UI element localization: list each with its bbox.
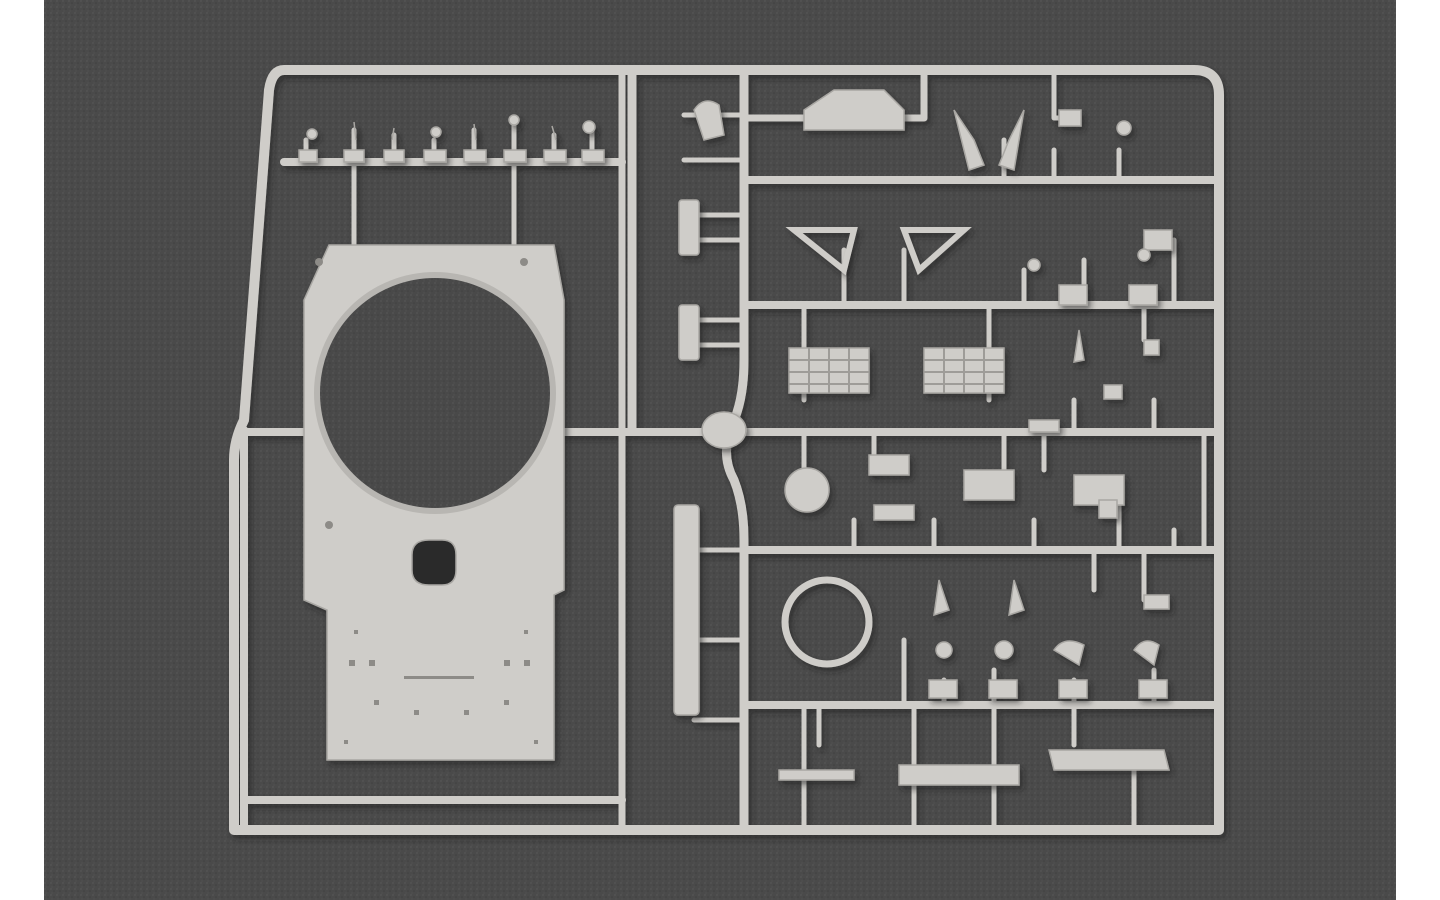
bottom-clamp-part (778, 769, 855, 781)
engine-grille-right (923, 347, 1005, 394)
frame-outer (229, 65, 1224, 835)
bottom-rail-part (898, 764, 1020, 786)
runner-center (627, 65, 749, 835)
side-block-2 (678, 304, 700, 361)
box-part-1 (963, 469, 1015, 501)
bottom-bracket-part (1048, 749, 1170, 771)
round-disc-part (784, 467, 830, 513)
ring-part (781, 576, 873, 668)
box-part-4 (873, 504, 915, 521)
misc-parts-right (1027, 229, 1173, 519)
hatch-opening (411, 539, 457, 586)
side-block-1 (678, 199, 700, 256)
box-part-3 (868, 454, 910, 476)
photo (44, 0, 1396, 900)
sprue-photo (44, 0, 1396, 900)
bridge-cover-part (803, 89, 905, 131)
part-knob-1 (1116, 120, 1132, 136)
small-parts-top-left (298, 114, 605, 163)
turret-ring-opening (314, 272, 556, 514)
sprue-frame (229, 65, 1224, 835)
small-knobs-row (928, 579, 1170, 699)
parts-group (298, 89, 1173, 786)
part-box-1 (1058, 109, 1082, 127)
plate-details (315, 258, 538, 744)
sprue-hub (701, 411, 747, 449)
runner-r6 (740, 66, 928, 122)
long-bar-part (673, 504, 700, 716)
triangle-bracket-right (899, 227, 972, 276)
engine-grille-left (788, 347, 870, 394)
part-bracket-1 (693, 100, 725, 141)
part-arms-1 (953, 109, 1025, 171)
triangle-bracket-left (785, 227, 858, 276)
